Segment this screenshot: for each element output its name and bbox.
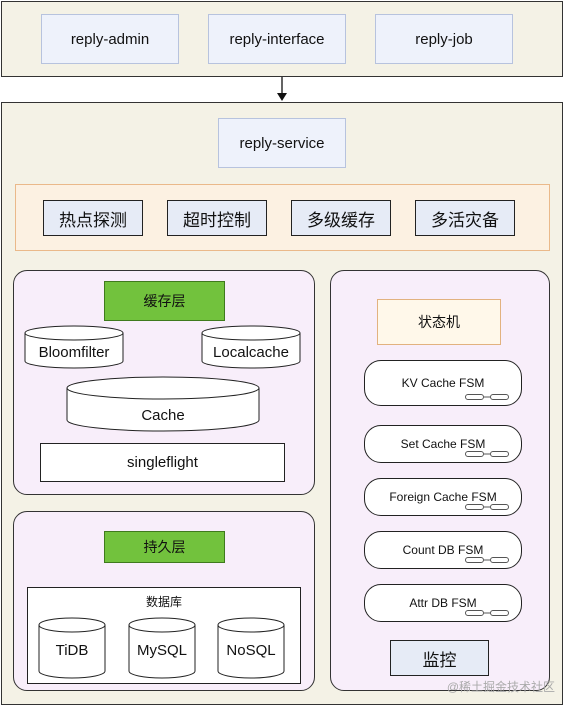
localcache-cylinder: Localcache <box>201 325 301 369</box>
down-arrow <box>277 77 287 101</box>
fsm-attr-db: Attr DB FSM <box>364 584 522 622</box>
feature-hotspot-detection: 热点探测 <box>43 200 143 236</box>
cache-label: Cache <box>141 407 185 424</box>
bloomfilter-cylinder: Bloomfilter <box>24 325 124 369</box>
link-chain-icon <box>465 394 509 400</box>
feature-multilevel-cache: 多级缓存 <box>291 200 391 236</box>
tidb-cylinder: TiDB <box>38 617 106 679</box>
fsm-foreign-cache: Foreign Cache FSM <box>364 478 522 516</box>
singleflight-box: singleflight <box>40 443 285 482</box>
feature-multi-active-dr: 多活灾备 <box>415 200 515 236</box>
link-chain-icon <box>465 451 509 457</box>
service-reply-interface: reply-interface <box>208 14 346 64</box>
fsm-attr-db-label: Attr DB FSM <box>409 596 477 610</box>
watermark: @稀土掘金技术社区 <box>446 680 555 694</box>
fsm-count-db-label: Count DB FSM <box>402 543 484 557</box>
persist-layer-title: 持久层 <box>104 531 225 563</box>
localcache-label: Localcache <box>213 344 289 361</box>
service-reply-admin: reply-admin <box>41 14 179 64</box>
nosql-cylinder: NoSQL <box>217 617 285 679</box>
service-reply-job: reply-job <box>375 14 513 64</box>
mysql-cylinder: MySQL <box>128 617 196 679</box>
tidb-label: TiDB <box>55 642 89 659</box>
cache-cylinder: Cache <box>66 376 260 432</box>
fsm-count-db: Count DB FSM <box>364 531 522 569</box>
service-reply-service: reply-service <box>218 118 346 168</box>
nosql-label: NoSQL <box>226 642 276 659</box>
bloomfilter-label: Bloomfilter <box>38 344 110 361</box>
fsm-kv-cache-label: KV Cache FSM <box>401 376 485 390</box>
fsm-kv-cache: KV Cache FSM <box>364 360 522 406</box>
monitor-box: 监控 <box>390 640 489 676</box>
fsm-foreign-cache-label: Foreign Cache FSM <box>389 490 497 504</box>
feature-timeout-control: 超时控制 <box>167 200 267 236</box>
database-group-title: 数据库 <box>145 595 182 609</box>
fsm-set-cache-label: Set Cache FSM <box>400 437 486 451</box>
link-chain-icon <box>465 610 509 616</box>
link-chain-icon <box>465 557 509 563</box>
link-chain-icon <box>465 504 509 510</box>
mysql-label: MySQL <box>136 642 187 659</box>
fsm-set-cache: Set Cache FSM <box>364 425 522 463</box>
state-machine-title: 状态机 <box>377 299 501 345</box>
cache-layer-title: 缓存层 <box>104 281 225 321</box>
